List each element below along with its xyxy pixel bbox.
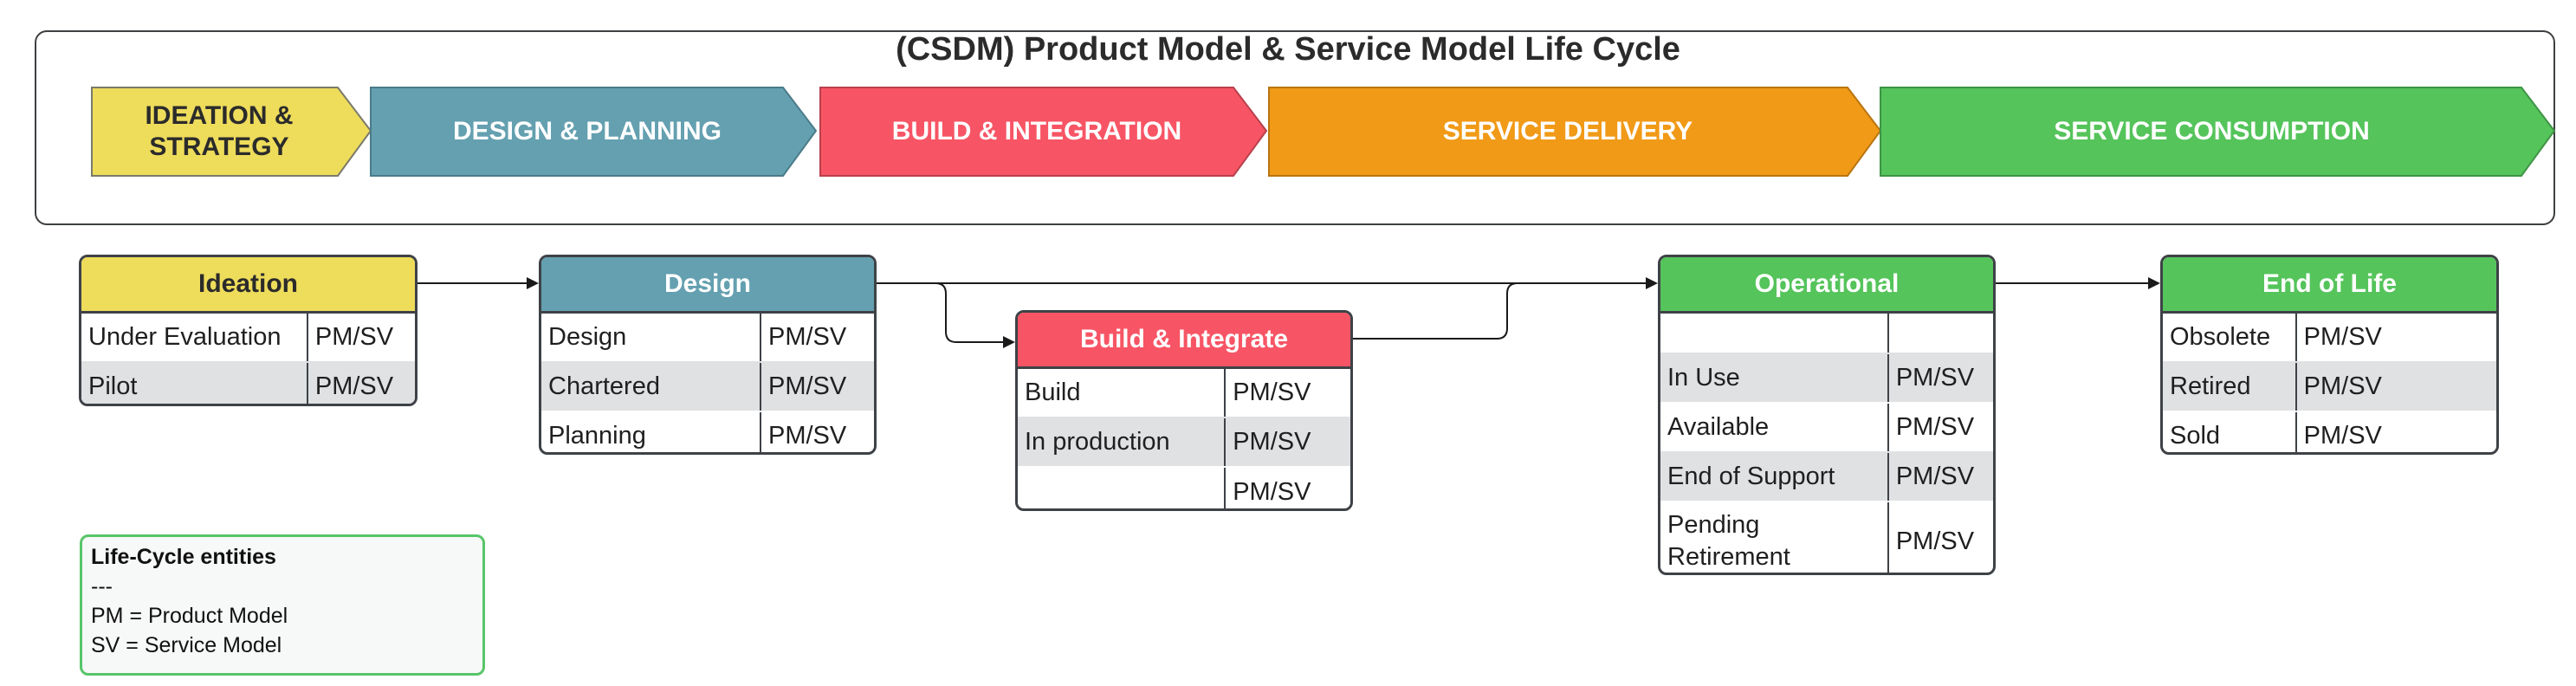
state-name: Design	[541, 314, 761, 361]
state-name: Build	[1018, 369, 1227, 417]
state-entity: PM/SV	[1233, 428, 1311, 456]
state-entity: PM/SV	[314, 372, 394, 400]
state-entity	[1889, 314, 1993, 353]
state-entity: PM/SV	[1895, 463, 1975, 490]
state-entity: PM/SV	[314, 323, 394, 351]
phase-ideation-shape	[91, 87, 372, 177]
table-row: In production PM/SV	[1018, 417, 1350, 466]
state-name: Pending Retirement	[1660, 502, 1889, 573]
diagram-title: (CSDM) Product Model & Service Model Lif…	[896, 31, 1680, 68]
state-name: Pilot	[81, 363, 308, 404]
table-row: PM/SV	[1018, 466, 1350, 508]
state-name: Chartered	[541, 363, 761, 411]
state-entity: PM/SV	[1895, 413, 1975, 441]
state-name: In Use	[1660, 354, 1889, 402]
state-box-design: Design Design PM/SV Chartered PM/SV Plan…	[539, 255, 877, 455]
state-entity: PM/SV	[1233, 379, 1311, 406]
phase-build-shape	[819, 87, 1268, 177]
state-entity: PM/SV	[768, 323, 847, 351]
state-box-build: Build & Integrate Build PM/SV In product…	[1015, 310, 1353, 511]
state-name: Planning	[541, 412, 761, 452]
phase-ideation-label: IDEATION & STRATEGY	[145, 101, 294, 161]
legend-product-model: PM = Product Model	[91, 604, 288, 628]
state-box-ideation: Ideation Under Evaluation PM/SV Pilot PM…	[79, 255, 417, 406]
phase-consumption-shape	[1880, 87, 2556, 177]
state-name: End of Support	[1660, 453, 1889, 501]
table-row: Design PM/SV	[541, 314, 874, 361]
phase-delivery-shape	[1268, 87, 1882, 177]
table-row: Pilot PM/SV	[81, 361, 415, 404]
table-row: In Use PM/SV	[1660, 353, 1993, 402]
state-name: Under Evaluation	[81, 314, 308, 361]
table-row: Available PM/SV	[1660, 402, 1993, 451]
state-name: Retired	[2163, 363, 2297, 411]
phase-build-label: BUILD & INTEGRATION	[891, 117, 1182, 146]
state-name: Obsolete	[2163, 314, 2297, 361]
state-entity: PM/SV	[768, 422, 847, 450]
table-row: End of Support PM/SV	[1660, 451, 1993, 501]
legend-separator: ---	[91, 574, 113, 599]
table-row: Obsolete PM/SV	[2163, 314, 2496, 361]
table-row: Pending Retirement PM/SV	[1660, 501, 1993, 573]
state-name	[1018, 468, 1227, 508]
state-entity: PM/SV	[2303, 372, 2382, 400]
state-box-endoflife: End of Life Obsolete PM/SV Retired PM/SV…	[2160, 255, 2499, 455]
phase-design-label: DESIGN & PLANNING	[452, 117, 722, 146]
state-entity: PM/SV	[2303, 323, 2382, 351]
table-row: Retired PM/SV	[2163, 361, 2496, 411]
state-name: Sold	[2163, 412, 2297, 452]
table-row	[1660, 314, 1993, 353]
arrow-build-to-operational	[1353, 282, 1518, 340]
state-entity: PM/SV	[2303, 422, 2382, 450]
legend-heading: Life-Cycle entities	[91, 545, 276, 569]
state-name	[1660, 314, 1889, 353]
legend-service-model: SV = Service Model	[91, 633, 282, 657]
arrow-design-to-build	[875, 282, 1015, 348]
table-row: Build PM/SV	[1018, 369, 1350, 417]
phase-delivery-label: SERVICE DELIVERY	[1442, 117, 1693, 146]
state-name: In production	[1018, 418, 1227, 466]
table-row: Chartered PM/SV	[541, 361, 874, 411]
table-row: Under Evaluation PM/SV	[81, 314, 415, 361]
state-header-design: Design	[541, 257, 874, 314]
legend-box: Life-Cycle entities --- PM = Product Mod…	[80, 534, 485, 676]
state-header-endoflife: End of Life	[2163, 257, 2496, 314]
state-header-ideation: Ideation	[81, 257, 415, 314]
state-name: Available	[1660, 404, 1889, 451]
phase-consumption-label: SERVICE CONSUMPTION	[2054, 117, 2370, 146]
state-entity: PM/SV	[768, 372, 847, 400]
state-header-build: Build & Integrate	[1018, 313, 1350, 369]
state-entity: PM/SV	[1895, 364, 1975, 392]
state-header-operational: Operational	[1660, 257, 1993, 314]
table-row: Planning PM/SV	[541, 411, 874, 452]
phase-design-shape	[370, 87, 818, 177]
table-row: Sold PM/SV	[2163, 411, 2496, 452]
state-entity: PM/SV	[1233, 477, 1311, 506]
state-box-operational: Operational In Use PM/SV Available PM/SV…	[1658, 255, 1996, 575]
state-entity: PM/SV	[1895, 527, 1975, 555]
